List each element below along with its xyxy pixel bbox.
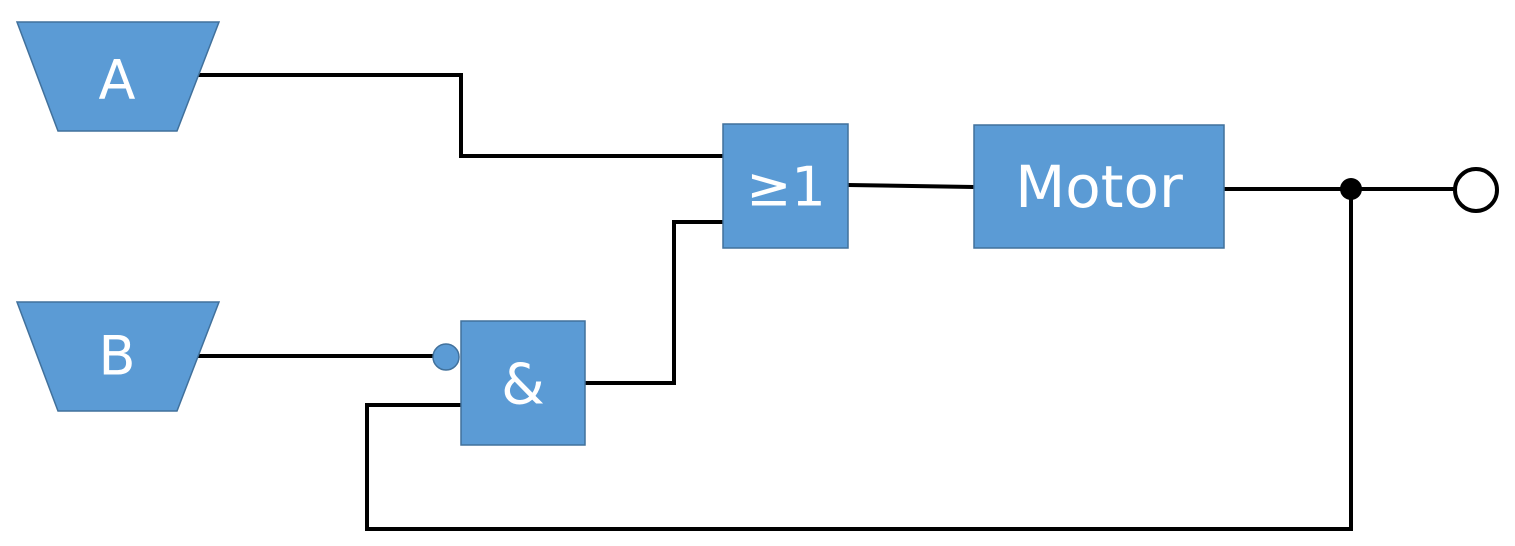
input-a: A (15, 21, 221, 132)
negation-bubble-icon (432, 343, 460, 371)
or-gate-label: ≥1 (746, 156, 826, 219)
wire-and-to-or (585, 220, 723, 385)
or-gate: ≥1 (722, 123, 849, 249)
and-gate-label: & (501, 353, 545, 418)
input-a-shape (15, 21, 221, 132)
motor-label: Motor (1015, 153, 1183, 221)
junction-dot-icon (1340, 178, 1362, 200)
input-b: B (15, 301, 221, 412)
and-gate: & (460, 320, 586, 446)
input-b-label: B (98, 325, 135, 388)
wire-feedback-loop (365, 189, 1353, 531)
motor-box (973, 124, 1225, 249)
wire-or-to-motor (847, 183, 975, 189)
input-a-label: A (99, 49, 136, 112)
motor-block: Motor (973, 124, 1225, 249)
or-gate-box (722, 123, 849, 249)
and-gate-box (460, 320, 586, 446)
input-b-shape (15, 301, 221, 412)
output-terminal-icon (1453, 167, 1499, 213)
wire-a-to-or (198, 73, 723, 158)
